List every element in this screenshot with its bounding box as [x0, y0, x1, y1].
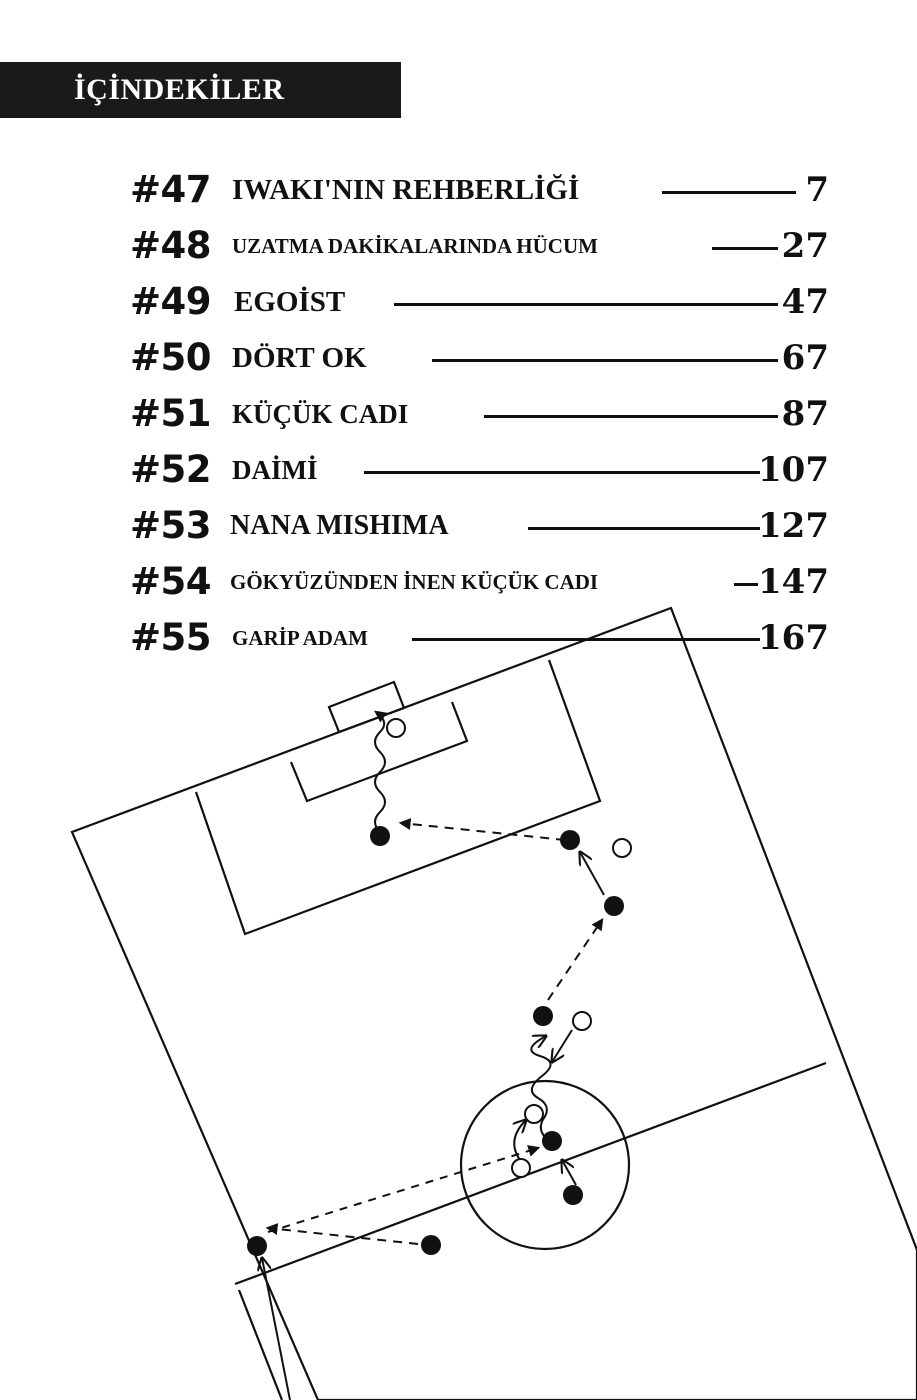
run-arrow: [562, 1160, 577, 1186]
chapter-title: KÜÇÜK CADI: [232, 399, 409, 429]
chapter-number: #55: [130, 616, 212, 659]
chapter-title: DAİMİ: [232, 455, 318, 485]
pass-arrow: [267, 1145, 541, 1233]
attackers: [247, 826, 624, 1256]
run-arrow: [262, 1258, 291, 1400]
toc-entry[interactable]: #50 DÖRT OK 67: [0, 332, 917, 388]
pass-arrow: [547, 918, 604, 1001]
leader-line: [432, 359, 778, 362]
run-arrow: [514, 1120, 526, 1161]
page-number: 147: [758, 562, 829, 602]
chapter-title: NANA MISHIMA: [230, 510, 449, 541]
toc-entry[interactable]: #51 KÜÇÜK CADI 87: [0, 388, 917, 444]
leader-line: [394, 303, 778, 306]
page-number: 7: [805, 170, 829, 210]
dribble-arrow: [374, 710, 388, 833]
chapter-number: #52: [130, 448, 212, 491]
attacker-dot: [421, 1235, 441, 1255]
defenders: [386, 718, 632, 1178]
defender-dot: [524, 1104, 544, 1124]
pass-arrow: [265, 1223, 419, 1245]
attacker-dot: [563, 1185, 583, 1205]
toc-entry[interactable]: #52 DAİMİ 107: [0, 444, 917, 500]
chapter-title: GÖKYÜZÜNDEN İNEN KÜÇÜK CADI: [230, 570, 599, 594]
pass-arrow: [398, 818, 566, 841]
page-number: 27: [781, 226, 829, 266]
page-number: 167: [758, 618, 829, 658]
table-of-contents: #47 IWAKI'NIN REHBERLİĞİ 7 #48 UZATMA DA…: [0, 0, 917, 680]
toc-entry[interactable]: #54 GÖKYÜZÜNDEN İNEN KÜÇÜK CADI 147: [0, 556, 917, 612]
toc-entry[interactable]: #49 EGOİST 47: [0, 276, 917, 332]
chapter-title: IWAKI'NIN REHBERLİĞİ: [232, 174, 580, 206]
chapter-number: #49: [130, 280, 212, 323]
page-number: 47: [781, 282, 829, 322]
leader-line: [712, 247, 778, 250]
chapter-title: UZATMA DAKİKALARINDA HÜCUM: [232, 234, 598, 258]
page-number: 87: [781, 394, 829, 434]
chapter-number: #47: [130, 168, 212, 211]
chapter-number: #51: [130, 392, 212, 435]
chapter-number: #53: [130, 504, 212, 547]
touch-guide: [237, 1289, 284, 1400]
page-number: 107: [758, 450, 829, 490]
defender-dot: [572, 1011, 592, 1031]
chapter-title: DÖRT OK: [232, 342, 367, 374]
leader-line: [662, 191, 796, 194]
chapter-title: GARİP ADAM: [232, 626, 368, 650]
attacker-dot: [560, 830, 580, 850]
leader-line: [412, 638, 760, 641]
leader-line: [484, 415, 778, 418]
pitch-outline: [70, 606, 917, 1400]
run-arrow: [552, 1029, 573, 1062]
page-number: 67: [781, 338, 829, 378]
header-bar: [0, 62, 401, 118]
leader-line: [364, 471, 760, 474]
attacker-dot: [604, 896, 624, 916]
dribble-arrow: [530, 1036, 552, 1141]
run-arrow: [580, 852, 605, 896]
toc-entry[interactable]: #55 GARİP ADAM 167: [0, 612, 917, 668]
chapter-number: #48: [130, 224, 212, 267]
attacker-dot: [247, 1236, 267, 1256]
defender-dot: [386, 718, 406, 738]
defender-dot: [511, 1158, 531, 1178]
chapter-title: EGOİST: [234, 286, 346, 318]
pitch-lines: [70, 606, 917, 1400]
toc-entry[interactable]: #53 NANA MISHIMA 127: [0, 500, 917, 556]
page-number: 127: [758, 506, 829, 546]
chapter-number: #50: [130, 336, 212, 379]
goal: [327, 680, 406, 734]
page-title: İÇİNDEKİLER: [74, 73, 285, 106]
attacker-dot: [533, 1006, 553, 1026]
goal-area: [289, 701, 469, 803]
halfway-line: [234, 1061, 827, 1286]
leader-line: [734, 583, 758, 586]
toc-entry[interactable]: #48 UZATMA DAKİKALARINDA HÜCUM 27: [0, 220, 917, 276]
pass-paths: [262, 710, 605, 1400]
chapter-number: #54: [130, 560, 212, 603]
leader-line: [528, 527, 760, 530]
attacker-dot: [542, 1131, 562, 1151]
defender-dot: [612, 838, 632, 858]
penalty-box: [194, 659, 602, 936]
center-circle: [459, 1079, 631, 1251]
toc-entry[interactable]: #47 IWAKI'NIN REHBERLİĞİ 7: [0, 164, 917, 220]
attacker-dot: [370, 826, 390, 846]
